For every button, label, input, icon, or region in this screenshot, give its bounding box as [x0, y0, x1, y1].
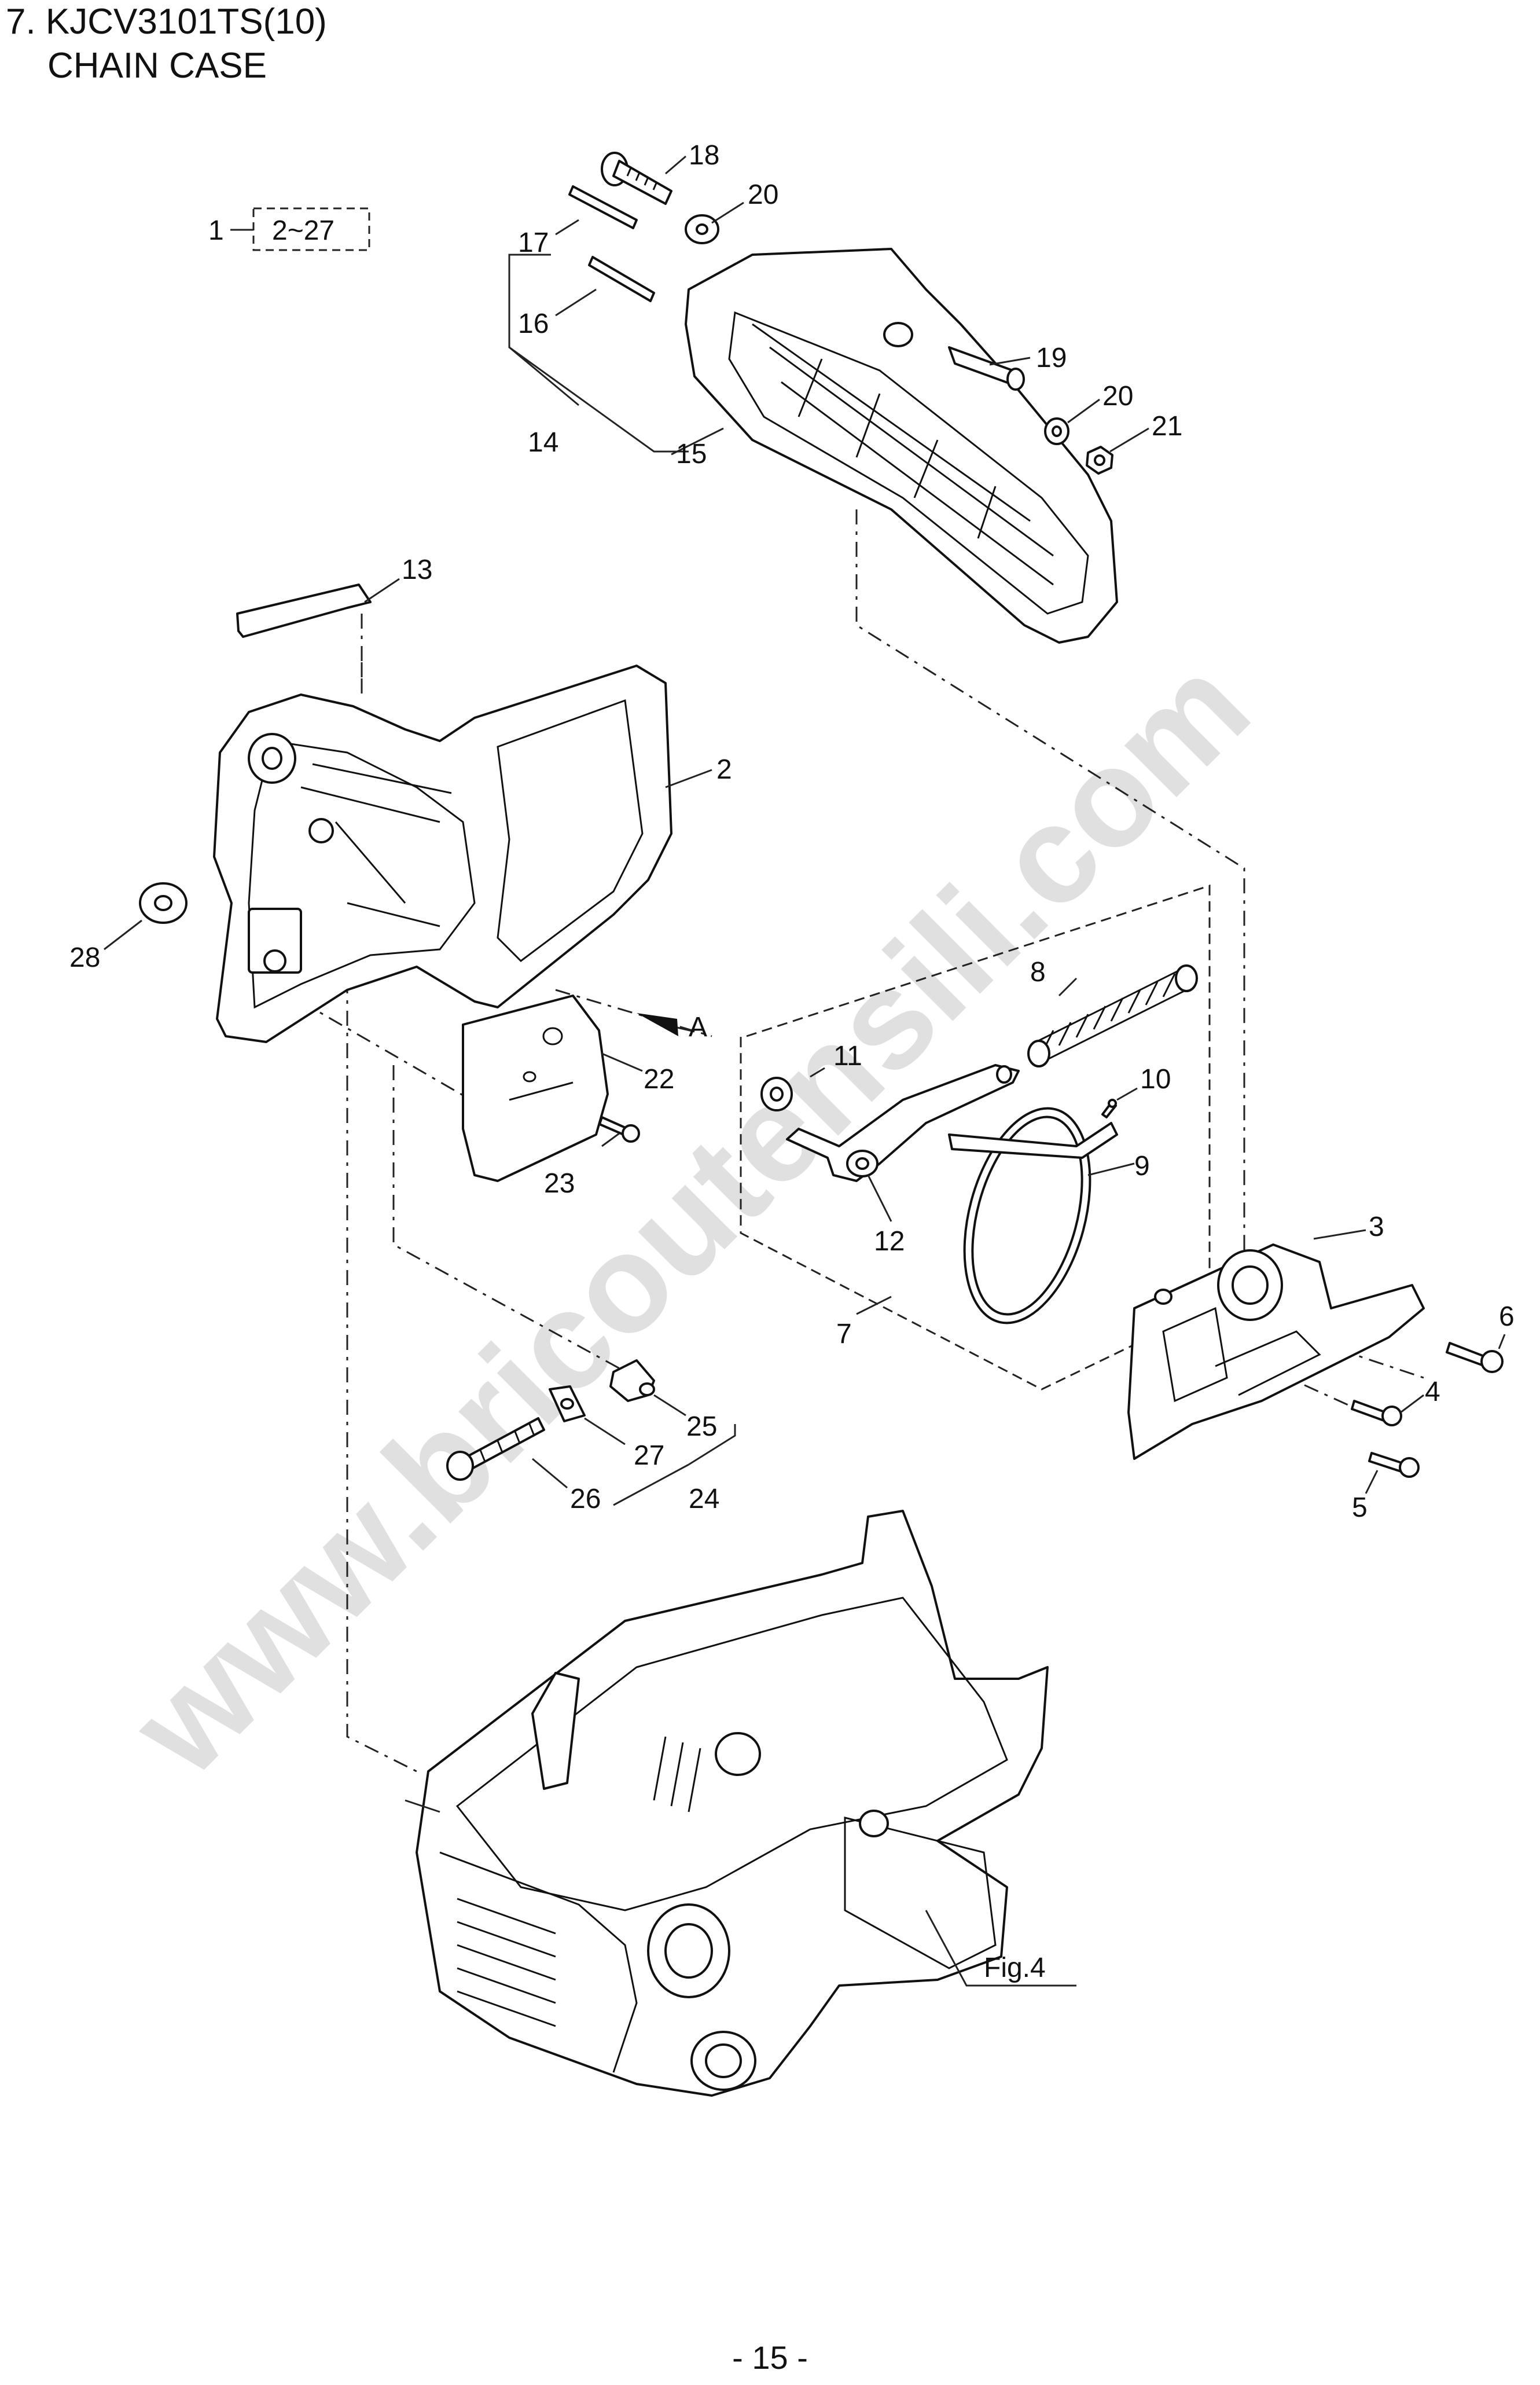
page-subtitle: CHAIN CASE — [47, 46, 267, 86]
screw-part-23 — [598, 1116, 640, 1143]
callout-label-9: 9 — [1134, 1151, 1150, 1182]
callout-label-11: 11 — [833, 1041, 862, 1072]
brake-band-part-9 — [948, 1107, 1118, 1324]
callout-label-23: 23 — [544, 1168, 575, 1199]
fig-reference: Fig.4 — [925, 1910, 1076, 1987]
callout-label-5: 5 — [1352, 1492, 1368, 1523]
pin-part-10 — [1101, 1099, 1117, 1118]
callout-label-4: 4 — [1425, 1377, 1440, 1407]
callout-label-7: 7 — [836, 1319, 852, 1349]
callout-label-1: 1 — [208, 215, 224, 246]
adjuster-nut-part-25 — [609, 1359, 655, 1402]
callout-label-17: 17 — [518, 228, 549, 258]
callout-label-14: 14 — [528, 427, 558, 458]
callouts-adjuster: 25 27 26 24 — [532, 1394, 719, 1514]
guard-plate-part-22 — [462, 995, 609, 1182]
callout-label-16: 16 — [518, 309, 549, 339]
callout-label-8: 8 — [1030, 957, 1046, 988]
callout-label-19: 19 — [1036, 343, 1067, 373]
adjuster-screw-part-26 — [446, 1417, 545, 1481]
callout-label-20-nut: 20 — [1102, 381, 1133, 412]
view-label-a: A — [689, 1012, 707, 1043]
pin-part-16 — [588, 256, 655, 302]
side-cover-part-15 — [685, 248, 1118, 644]
plate-part-27 — [549, 1385, 586, 1422]
sprocket-guard-part-3 — [1127, 1243, 1425, 1460]
crankcase-reference-drawing — [405, 1510, 1049, 2097]
callout-label-18: 18 — [689, 140, 719, 171]
bracket-leader-14 — [508, 254, 689, 453]
spring-part-8 — [1027, 964, 1198, 1067]
callout-label-28: 28 — [69, 942, 100, 973]
screw-part-6 — [1446, 1342, 1504, 1373]
screw-part-5 — [1368, 1452, 1420, 1478]
callout-label-10: 10 — [1140, 1064, 1171, 1095]
callout-label-25: 25 — [686, 1411, 717, 1442]
callouts-top: 18 20 17 16 19 20 21 15 14 — [518, 140, 1182, 469]
callout-label-22: 22 — [644, 1064, 674, 1095]
page-heading: 7. KJCV3101TS(10) CHAIN CASE — [6, 0, 327, 88]
callout-label-12: 12 — [874, 1226, 905, 1257]
callout-label-26: 26 — [570, 1484, 601, 1514]
side-cover-group — [508, 152, 1118, 644]
callout-label-13: 13 — [402, 555, 432, 585]
callouts-brake: 8 11 10 9 12 7 — [810, 957, 1171, 1349]
callout-label-27: 27 — [634, 1440, 664, 1471]
spring-clip-part-13 — [236, 584, 372, 638]
view-arrow-a: A — [637, 1012, 707, 1043]
bolt-part-18 — [601, 152, 672, 205]
callout-label-2: 2 — [716, 754, 732, 785]
washer-part-20 — [1044, 417, 1069, 445]
callout-label-3: 3 — [1369, 1212, 1384, 1242]
callout-label-24: 24 — [689, 1484, 719, 1514]
callout-label-6: 6 — [1499, 1301, 1515, 1332]
washer-part-20-top — [685, 214, 719, 244]
screw-part-4 — [1351, 1400, 1402, 1426]
callout-label-15: 15 — [676, 439, 707, 469]
page-title: 7. KJCV3101TS(10) — [6, 2, 327, 42]
chain-case-part-2 — [213, 584, 672, 1043]
page-number: - 15 - — [732, 2339, 808, 2376]
assembly-callout-1: 1 2~27 — [208, 207, 370, 251]
bushing-part-11 — [760, 1077, 793, 1111]
callout-label-20-top: 20 — [748, 179, 778, 210]
callouts-right: 3 6 4 5 — [1313, 1212, 1515, 1523]
nut-part-21 — [1086, 446, 1113, 475]
lever-part-12 — [786, 1064, 1020, 1182]
callout-range-2-27: 2~27 — [272, 215, 335, 246]
callouts-left: 13 2 28 22 23 — [69, 555, 732, 1199]
callout-label-21: 21 — [1152, 411, 1182, 442]
stud-part-17 — [568, 185, 638, 229]
collar-part-28 — [139, 882, 188, 924]
sleeve-part-19 — [948, 346, 1025, 391]
brake-assembly-group — [760, 964, 1198, 1324]
figure-reference-label: Fig.4 — [984, 1953, 1046, 1983]
adjuster-group — [446, 1359, 736, 1506]
bracket-leader-24 — [688, 1424, 736, 1466]
